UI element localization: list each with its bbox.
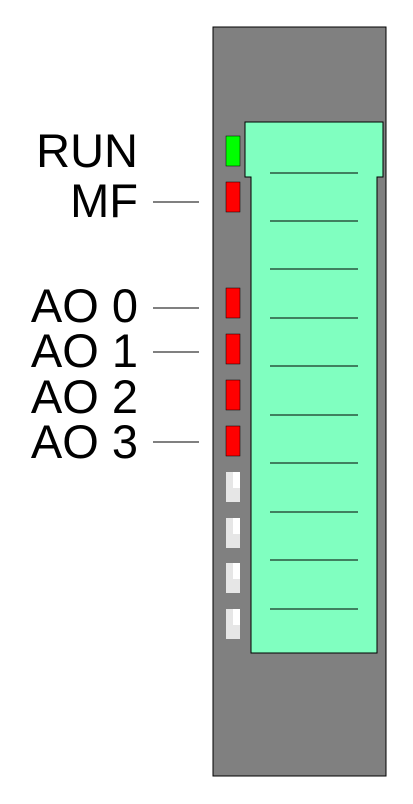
led-ao1	[225, 333, 241, 365]
led-off-highlight	[233, 609, 240, 625]
led-mf	[225, 181, 241, 213]
label-ao2: AO 2	[31, 370, 138, 423]
led-off-highlight	[233, 563, 240, 579]
label-ao1: AO 1	[31, 324, 138, 377]
unused-led-1	[226, 472, 240, 502]
led-off-highlight	[233, 472, 240, 488]
unused-led-3	[226, 563, 240, 593]
led-column	[225, 135, 241, 457]
label-ao3: AO 3	[31, 415, 138, 468]
label-mf: MF	[70, 174, 138, 227]
leader-lines	[153, 201, 199, 443]
terminal-lines	[270, 172, 358, 610]
led-ao3	[225, 425, 241, 457]
label-ao0: AO 0	[31, 279, 138, 332]
terminal-connector	[244, 121, 384, 654]
led-ao0	[225, 287, 241, 319]
label-run: RUN	[36, 124, 138, 177]
led-off-highlight	[233, 518, 240, 534]
led-ao2	[225, 379, 241, 411]
unused-led-4	[226, 609, 240, 639]
led-run	[225, 135, 241, 167]
unused-led-2	[226, 518, 240, 548]
